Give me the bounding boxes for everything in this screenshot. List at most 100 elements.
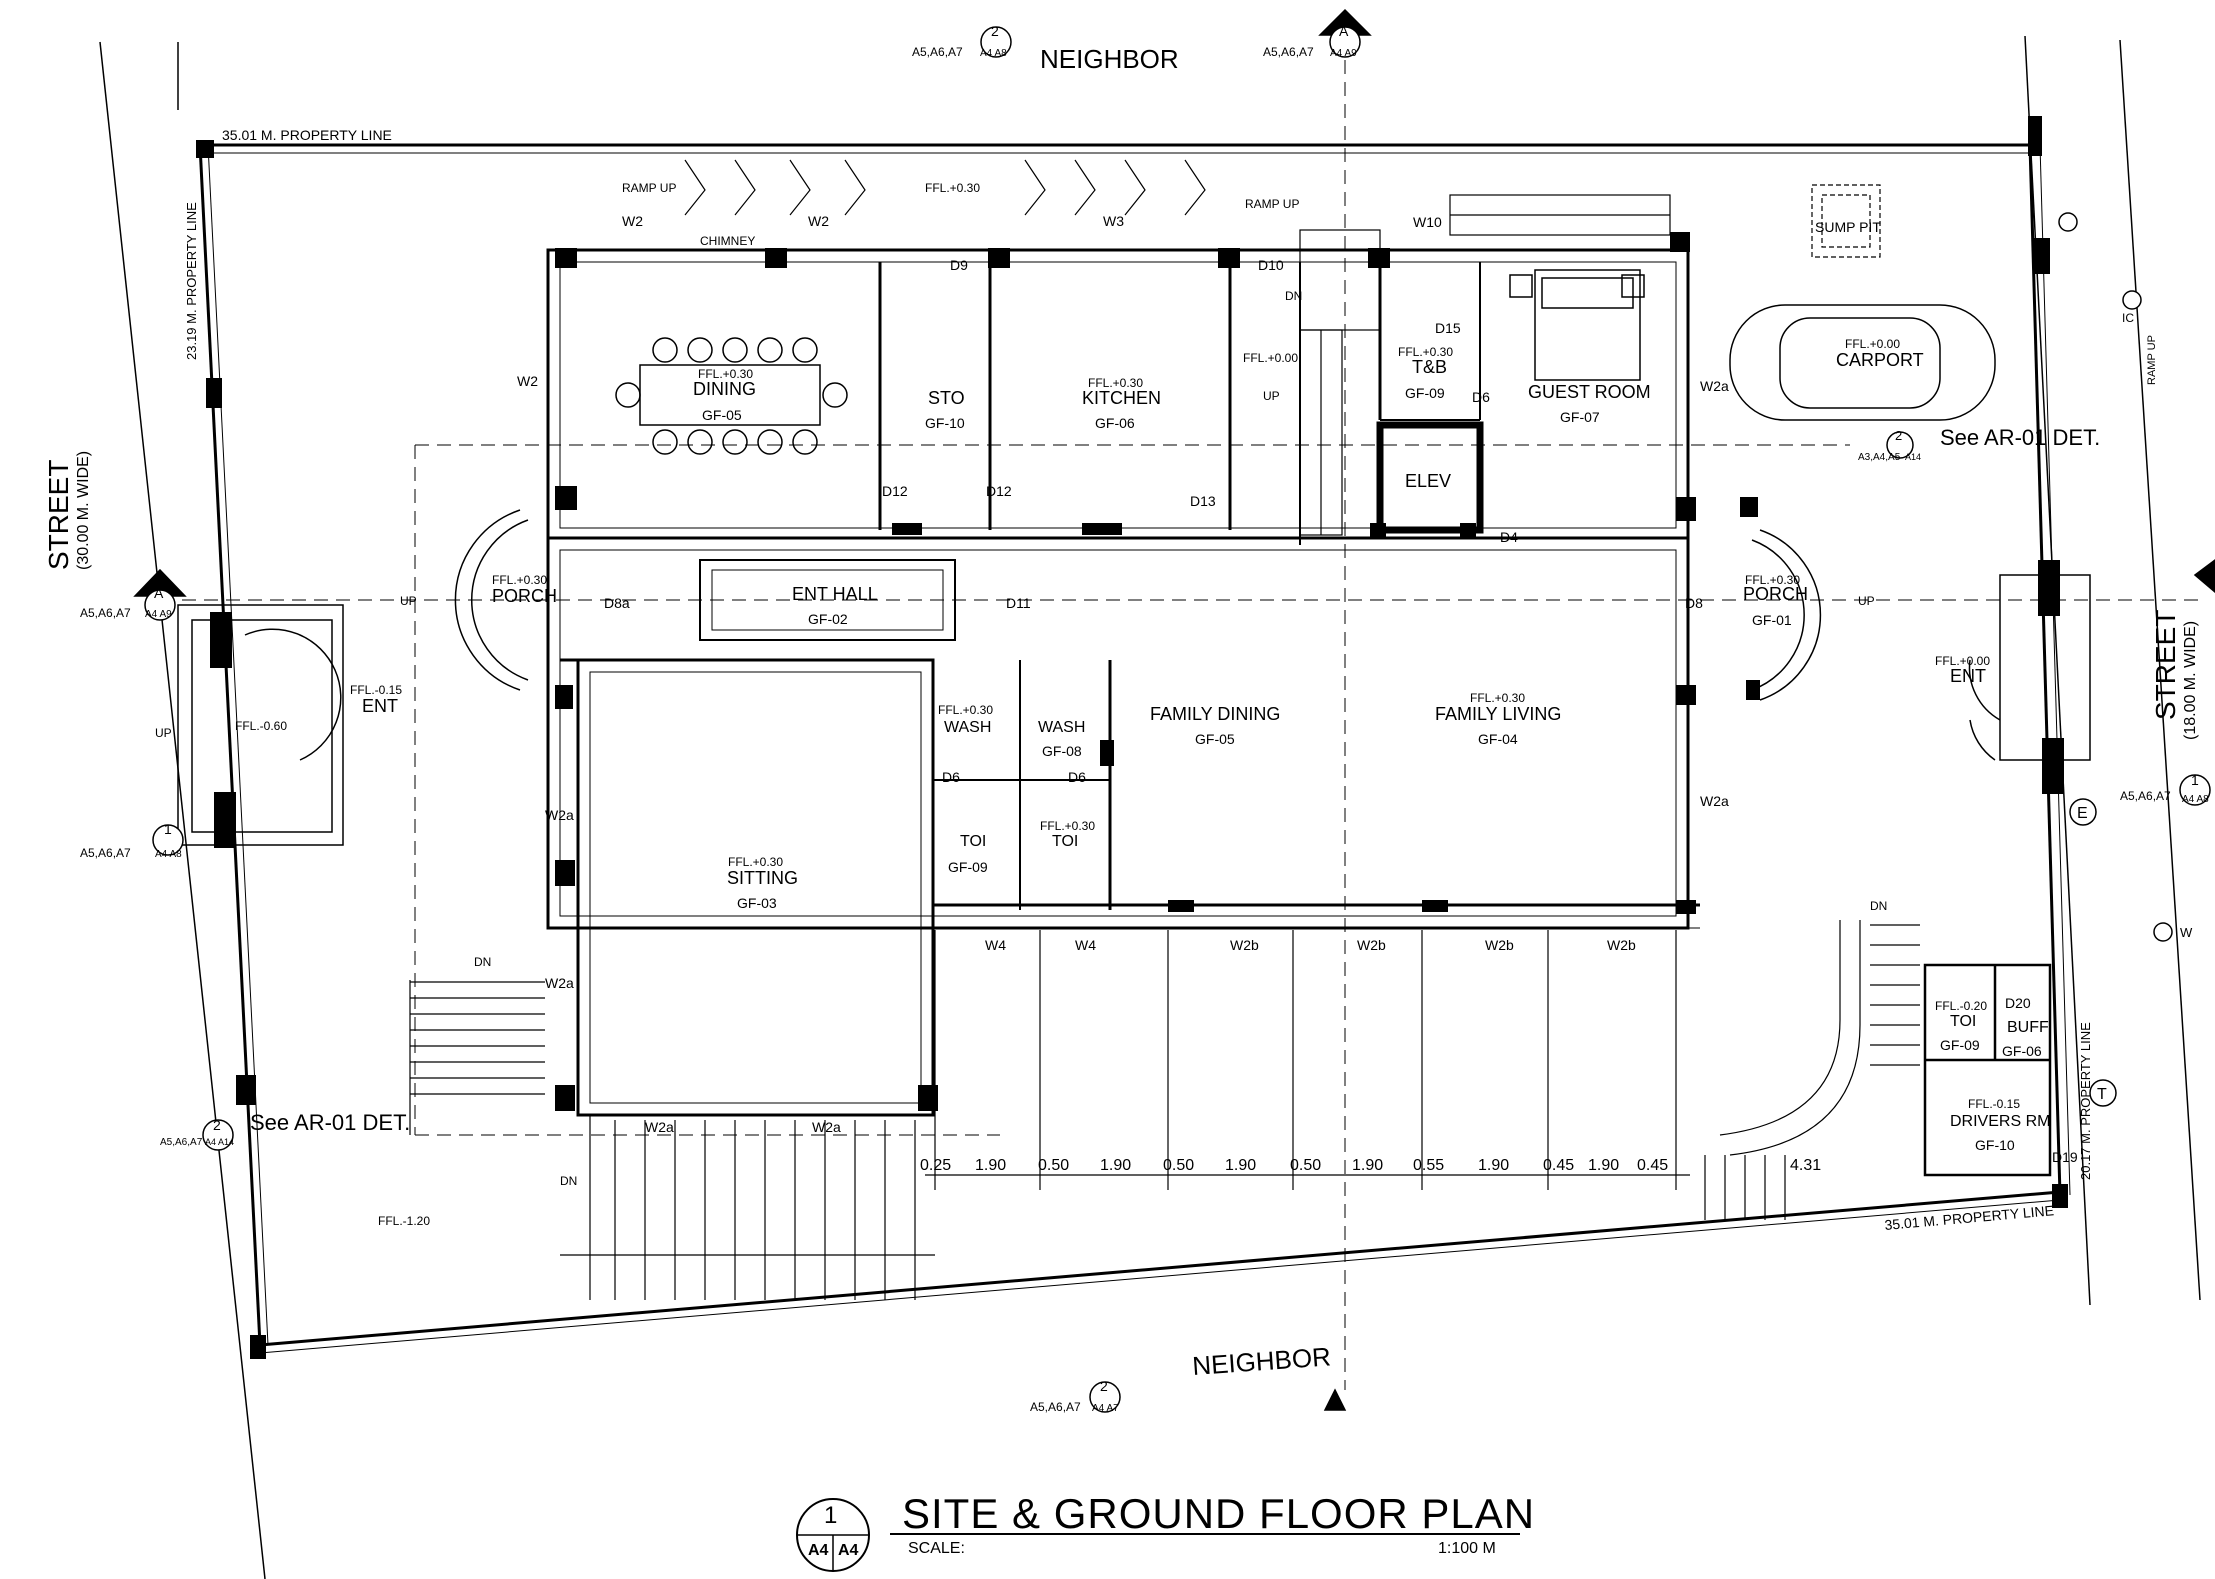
room-ent-hall-code: GF-02 — [808, 611, 848, 627]
room-porch-right-level: FFL.+0.30 — [1745, 573, 1800, 587]
door-d4: D4 — [1500, 529, 1518, 545]
room-guest-code: GF-07 — [1560, 409, 1600, 425]
site-stairs-bottom — [560, 1115, 935, 1300]
building-walls — [546, 248, 1700, 1117]
room-family-dining: FAMILY DINING — [1150, 704, 1280, 724]
door-d20: D20 — [2005, 995, 2031, 1011]
annex-walls — [1923, 963, 2052, 1177]
room-sitting-code: GF-03 — [737, 895, 777, 911]
dim-5: 1.90 — [1225, 1157, 1256, 1174]
section-marker-labels: 2 A5,A6,A7 A4 A8 A A5,A6,A7 A4 A9 A A5,A… — [80, 23, 2209, 1414]
marker-refs-0: A5,A6,A7 — [912, 45, 963, 59]
room-kitchen: KITCHEN — [1082, 388, 1161, 408]
marker-sheets-1: A4 A9 — [1330, 48, 1357, 59]
property-posts — [196, 116, 2068, 1359]
room-ent-hall: ENT HALL — [792, 584, 878, 604]
utility-ic: IC — [2122, 311, 2134, 325]
room-family-living: FAMILY LIVING — [1435, 704, 1561, 724]
room-toi-1-code: GF-09 — [948, 859, 988, 875]
marker-refs-2: A5,A6,A7 — [80, 606, 131, 620]
marker-sheets-7: A14 — [1905, 452, 1921, 462]
window-w3: W3 — [1103, 213, 1124, 229]
stair-up-1: UP — [1263, 389, 1280, 403]
window-w10: W10 — [1413, 214, 1442, 230]
room-wash-1-level: FFL.+0.30 — [938, 703, 993, 717]
door-d6-guest: D6 — [1472, 389, 1490, 405]
window-w2-2: W2 — [808, 213, 829, 229]
property-left-label: 23.19 M. PROPERTY LINE — [184, 202, 199, 360]
car-icon — [1729, 304, 1996, 421]
dim-9: 1.90 — [1478, 1157, 1509, 1174]
dim-8: 0.55 — [1413, 1157, 1444, 1174]
room-porch-left: PORCH — [492, 586, 557, 606]
stair-up-4: UP — [1858, 594, 1875, 608]
property-bottom-label: 35.01 M. PROPERTY LINE — [1884, 1202, 2055, 1233]
stair-dn-1: DN — [474, 955, 491, 969]
marker-id-6: 2 — [213, 1117, 221, 1133]
room-toi-1: TOI — [960, 833, 986, 850]
room-family-dining-code: GF-05 — [1195, 731, 1235, 747]
room-family-living-code: GF-04 — [1478, 731, 1518, 747]
sump-pit — [1811, 184, 1881, 258]
dim-4: 0.50 — [1163, 1157, 1194, 1174]
room-carport: CARPORT — [1836, 350, 1924, 370]
room-wash-1: WASH — [944, 719, 991, 736]
marker-refs-6: A5,A6,A7 — [160, 1137, 203, 1148]
marker-refs-1: A5,A6,A7 — [1263, 45, 1314, 59]
marker-sheets-3: A4 A8 — [155, 849, 182, 860]
property-top-label: 35.01 M. PROPERTY LINE — [222, 127, 392, 143]
site-lines — [99, 35, 2201, 1579]
marker-refs-3: A5,A6,A7 — [80, 846, 131, 860]
room-kitchen-code: GF-06 — [1095, 415, 1135, 431]
dim-13: 4.31 — [1790, 1157, 1821, 1174]
dim-6: 0.50 — [1290, 1157, 1321, 1174]
room-porch-right: PORCH — [1743, 584, 1808, 604]
ramp-up-label-3: RAMP UP — [2146, 335, 2158, 385]
stair-dn-4: DN — [1285, 289, 1302, 303]
window-w2b-1: W2b — [1230, 937, 1259, 953]
room-toi-annex-level: FFL.-0.20 — [1935, 999, 1987, 1013]
room-toi-2: TOI — [1052, 833, 1078, 850]
marker-sheets-0: A4 A8 — [980, 48, 1007, 59]
room-sitting: SITTING — [727, 868, 798, 888]
bed-icon — [1509, 269, 1645, 381]
window-w4-1: W4 — [985, 937, 1006, 953]
room-dining: DINING — [693, 379, 756, 399]
street-left-width: (30.00 M. WIDE) — [75, 451, 92, 570]
utility-t: T — [2097, 1086, 2107, 1103]
marker-id-1: A — [1339, 23, 1349, 39]
see-det-2: See AR-01 DET. — [250, 1110, 410, 1135]
room-ent-right-level: FFL.+0.00 — [1935, 654, 1990, 668]
room-drivers-level: FFL.-0.15 — [1968, 1097, 2020, 1111]
room-dining-code: GF-05 — [702, 407, 742, 423]
room-ent-left: ENT — [362, 696, 398, 716]
utility-e: E — [2077, 805, 2088, 822]
room-guest: GUEST ROOM — [1528, 382, 1651, 402]
dim-1: 1.90 — [975, 1157, 1006, 1174]
grid-lines — [160, 60, 2200, 1390]
dim-12: 0.45 — [1637, 1157, 1668, 1174]
dim-7: 1.90 — [1352, 1157, 1383, 1174]
chimney-label: CHIMNEY — [700, 234, 755, 248]
stair-up-2: UP — [400, 594, 417, 608]
door-d12-a: D12 — [882, 483, 908, 499]
title-block — [796, 1498, 1520, 1572]
street-right-label: STREET — [2150, 610, 2181, 720]
window-w2a-2: W2a — [545, 807, 574, 823]
dim-10: 0.45 — [1543, 1157, 1574, 1174]
marker-sheets-4: A4 A7 — [1092, 1403, 1119, 1414]
dim-11: 1.90 — [1588, 1157, 1619, 1174]
door-d12-b: D12 — [986, 483, 1012, 499]
marker-refs-5: A5,A6,A7 — [2120, 789, 2171, 803]
door-d9: D9 — [950, 257, 968, 273]
marker-id-2: A — [154, 585, 164, 601]
room-ent-right: ENT — [1950, 666, 1986, 686]
door-d6-toi2: D6 — [1068, 769, 1086, 785]
room-drivers: DRIVERS RM — [1950, 1113, 2050, 1130]
window-w2b-4: W2b — [1607, 937, 1636, 953]
stair-dn-2: DN — [560, 1174, 577, 1188]
see-det-1: See AR-01 DET. — [1940, 425, 2100, 450]
section-markers — [133, 8, 2215, 1413]
street-left-label: STREET — [43, 460, 74, 570]
stairs — [1299, 194, 1671, 536]
